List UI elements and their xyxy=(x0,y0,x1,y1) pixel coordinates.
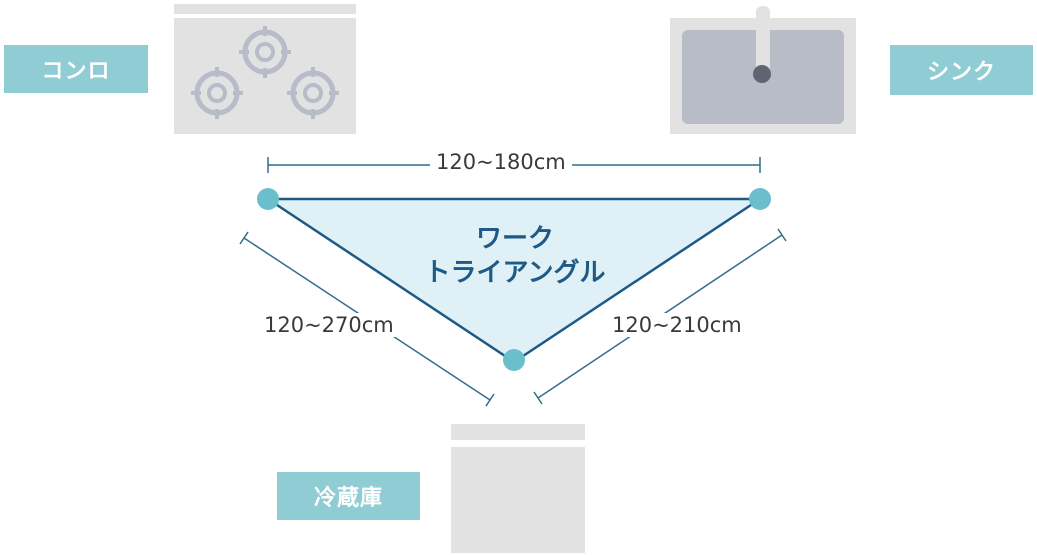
sink-appliance xyxy=(670,6,856,134)
work-triangle-title-line2: トライアングル xyxy=(424,258,606,288)
burner-icon xyxy=(287,67,339,119)
burner-icon xyxy=(239,26,291,78)
drain-icon xyxy=(753,65,771,83)
fridge-appliance xyxy=(451,424,585,553)
work-triangle-title: ワーク トライアングル xyxy=(380,222,650,290)
sink-label: シンク xyxy=(890,45,1033,95)
sink-node xyxy=(749,188,771,210)
stove-node xyxy=(257,188,279,210)
work-triangle-title-line1: ワーク xyxy=(475,224,554,254)
stove-label: コンロ xyxy=(4,45,148,93)
burner-icon xyxy=(191,67,243,119)
dimension-label-stove-sink: 120~180cm xyxy=(430,150,572,174)
dimension-label-sink-fridge: 120~210cm xyxy=(606,313,748,337)
stove-appliance xyxy=(174,4,356,134)
fridge-node xyxy=(503,349,525,371)
fridge-label: 冷蔵庫 xyxy=(277,472,420,520)
dimension-label-stove-fridge: 120~270cm xyxy=(258,313,400,337)
work-triangle xyxy=(263,197,765,364)
